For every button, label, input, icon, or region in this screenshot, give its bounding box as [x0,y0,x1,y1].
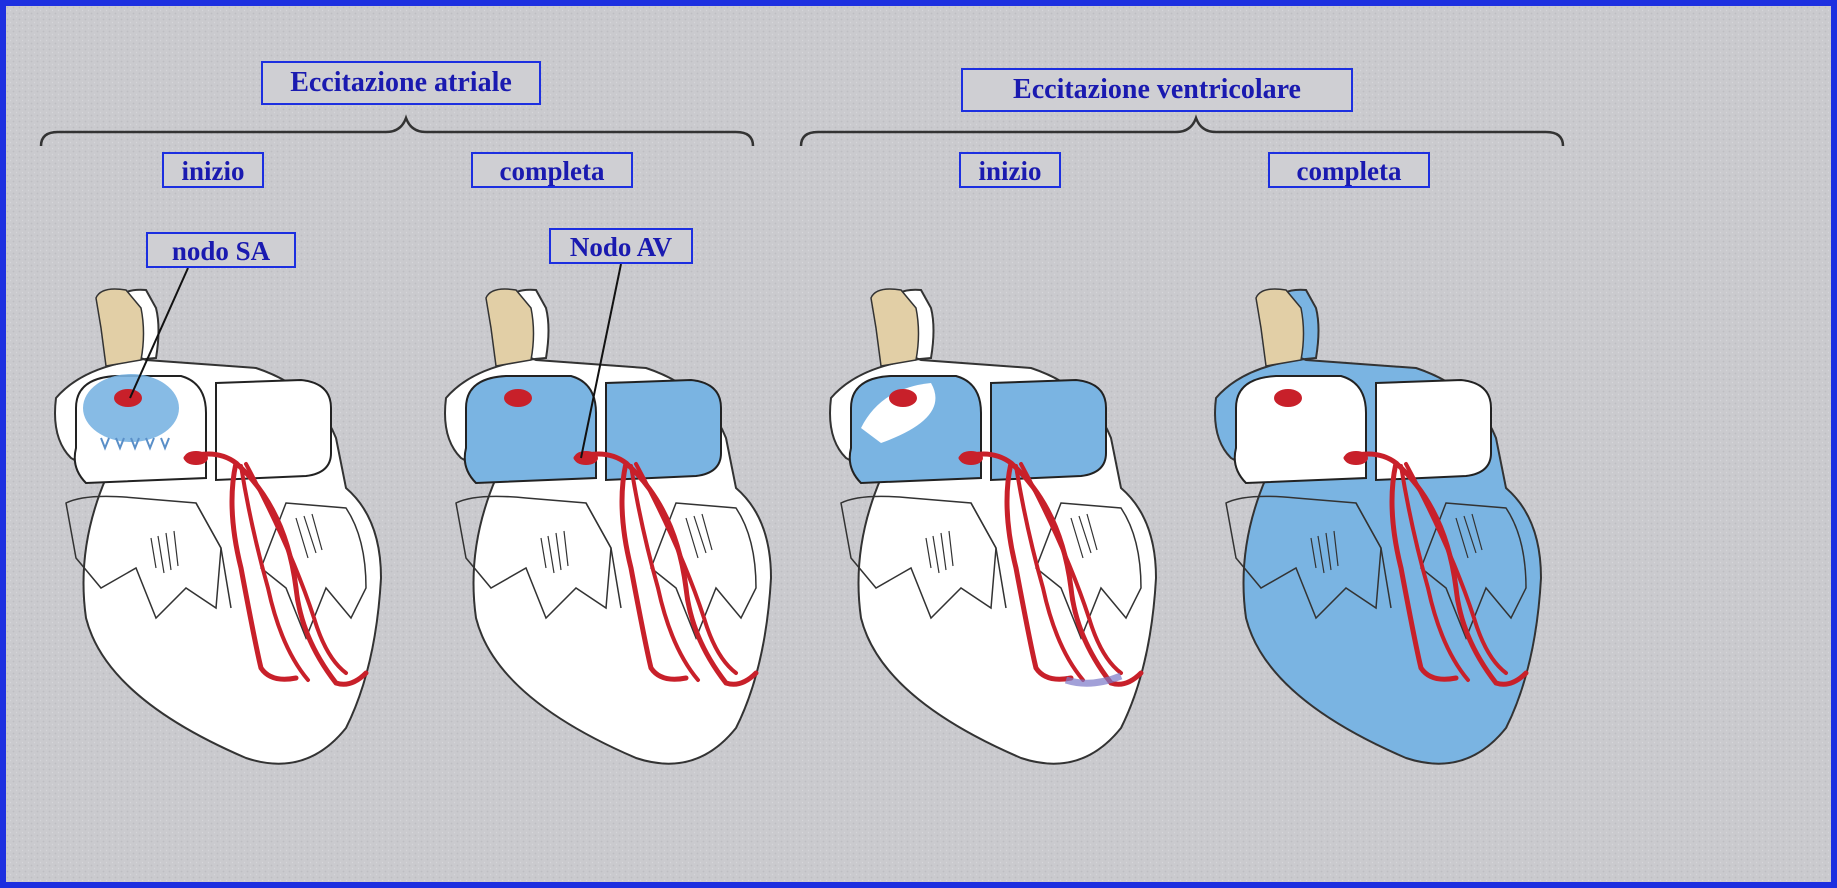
heart-2 [445,289,771,764]
label-ventricular-start: inizio [959,152,1061,188]
heart-illustrations [6,6,1831,882]
label-atrial-excitation: Eccitazione atriale [261,61,541,105]
label-atrial-start: inizio [162,152,264,188]
heart-3 [830,289,1156,764]
label-av-node: Nodo AV [549,228,693,264]
label-ventricular-complete: completa [1268,152,1430,188]
label-atrial-complete: completa [471,152,633,188]
heart-4 [1215,289,1541,764]
label-ventricular-excitation: Eccitazione ventricolare [961,68,1353,112]
label-sa-node: nodo SA [146,232,296,268]
heart-1 [55,289,381,764]
diagram-frame: Eccitazione atriale Eccitazione ventrico… [6,6,1831,882]
